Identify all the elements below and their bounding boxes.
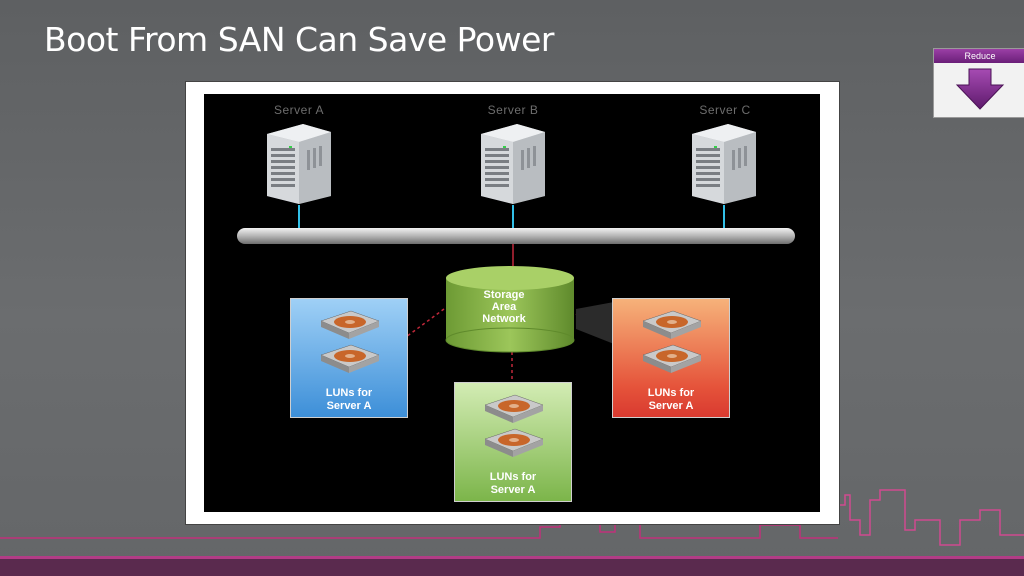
server-c-label: Server C xyxy=(699,103,751,117)
san-label-line3: Network xyxy=(482,313,526,325)
server-b-icon xyxy=(481,124,545,204)
reduce-badge: Reduce xyxy=(933,48,1024,118)
san-label-line2: Area xyxy=(491,301,517,313)
lun-label-red-line1: LUNs for xyxy=(647,387,695,399)
lun-label-blue: LUNs for Server A xyxy=(291,387,407,413)
server-b-label: Server B xyxy=(487,103,539,117)
lun-label-red: LUNs for Server A xyxy=(613,387,729,413)
san-label: Storage Area Network xyxy=(454,289,554,325)
network-bus xyxy=(237,228,795,353)
slide-title: Boot From SAN Can Save Power xyxy=(44,20,554,59)
server-c-icon xyxy=(692,124,756,204)
lun-label-green: LUNs for Server A xyxy=(455,471,571,497)
lun-group-green: LUNs for Server A xyxy=(454,382,572,502)
diagram-frame: Server A Server B Server C xyxy=(185,81,840,525)
reduce-badge-label: Reduce xyxy=(934,49,1024,63)
san-label-line1: Storage xyxy=(483,289,525,301)
connector-lines xyxy=(298,205,725,380)
lun-group-red: LUNs for Server A xyxy=(612,298,730,418)
down-arrow-icon xyxy=(955,68,1005,110)
hard-disk-icon xyxy=(642,310,702,373)
hard-disk-icon xyxy=(320,310,380,373)
lun-group-blue: LUNs for Server A xyxy=(290,298,408,418)
lun-label-red-line2: Server A xyxy=(648,400,694,412)
lun-label-green-line1: LUNs for xyxy=(489,471,537,483)
diagram-canvas: Server A Server B Server C xyxy=(204,94,820,512)
server-a-icon xyxy=(267,124,331,204)
lun-label-blue-line1: LUNs for xyxy=(325,387,373,399)
lun-label-green-line2: Server A xyxy=(490,484,536,496)
server-a-label: Server A xyxy=(273,103,325,117)
lun-label-blue-line2: Server A xyxy=(326,400,372,412)
hard-disk-icon xyxy=(484,394,544,457)
storage-area-network-icon xyxy=(445,266,575,353)
